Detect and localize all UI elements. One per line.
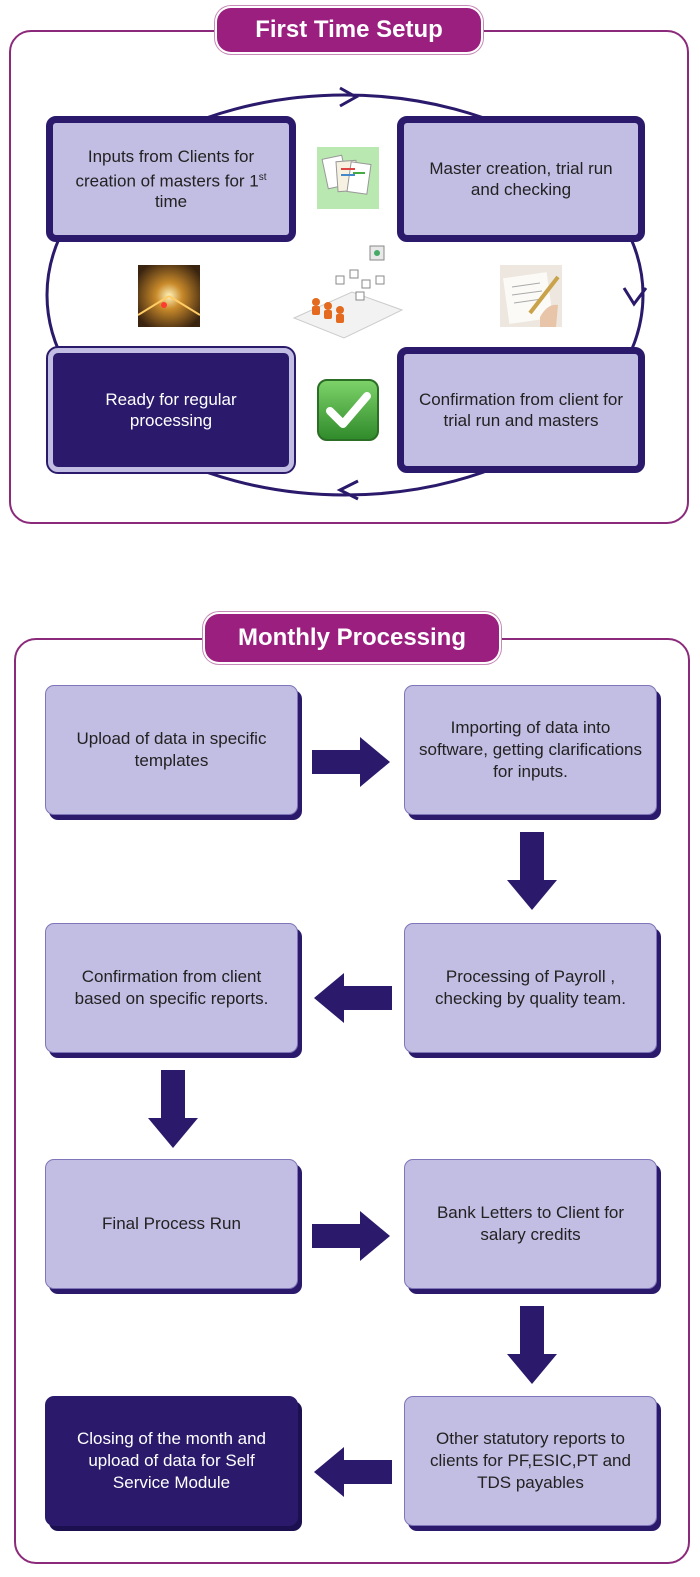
ready-regular-processing-box: Ready for regular processing bbox=[46, 346, 296, 474]
processing-payroll-box: Processing of Payroll , checking by qual… bbox=[404, 923, 657, 1053]
checkmark-icon bbox=[317, 379, 379, 441]
master-creation-box: Master creation, trial run and checking bbox=[397, 116, 645, 242]
left-arrow-icon bbox=[314, 973, 392, 1023]
monthly-title: Monthly Processing bbox=[205, 614, 499, 662]
importing-data-box: Importing of data into software, getting… bbox=[404, 685, 657, 815]
confirmation-reports-box: Confirmation from client based on specif… bbox=[45, 923, 298, 1053]
upload-data-box: Upload of data in specific templates bbox=[45, 685, 298, 815]
people-network-icon bbox=[292, 245, 404, 339]
final-process-run-box: Final Process Run bbox=[45, 1159, 298, 1289]
confirmation-client-box: Confirmation from client for trial run a… bbox=[397, 347, 645, 473]
right-arrow-icon bbox=[312, 1211, 390, 1261]
statutory-reports-box: Other statutory reports to clients for P… bbox=[404, 1396, 657, 1526]
left-arrow-icon bbox=[314, 1447, 392, 1497]
down-arrow-icon bbox=[148, 1070, 198, 1148]
inputs-from-clients-box: Inputs from Clients for creation of mast… bbox=[46, 116, 296, 242]
setup-title: First Time Setup bbox=[217, 8, 481, 52]
right-arrow-icon bbox=[312, 737, 390, 787]
closing-month-box: Closing of the month and upload of data … bbox=[45, 1396, 298, 1526]
signing-document-icon bbox=[500, 265, 562, 327]
inputs-from-clients-label: Inputs from Clients for creation of mast… bbox=[75, 146, 267, 212]
setup-cycle-arrows bbox=[45, 86, 648, 501]
tunnel-photo-icon bbox=[138, 265, 200, 327]
down-arrow-icon bbox=[507, 832, 557, 910]
bank-letters-box: Bank Letters to Client for salary credit… bbox=[404, 1159, 657, 1289]
down-arrow-icon bbox=[507, 1306, 557, 1384]
forms-icon bbox=[317, 147, 379, 209]
